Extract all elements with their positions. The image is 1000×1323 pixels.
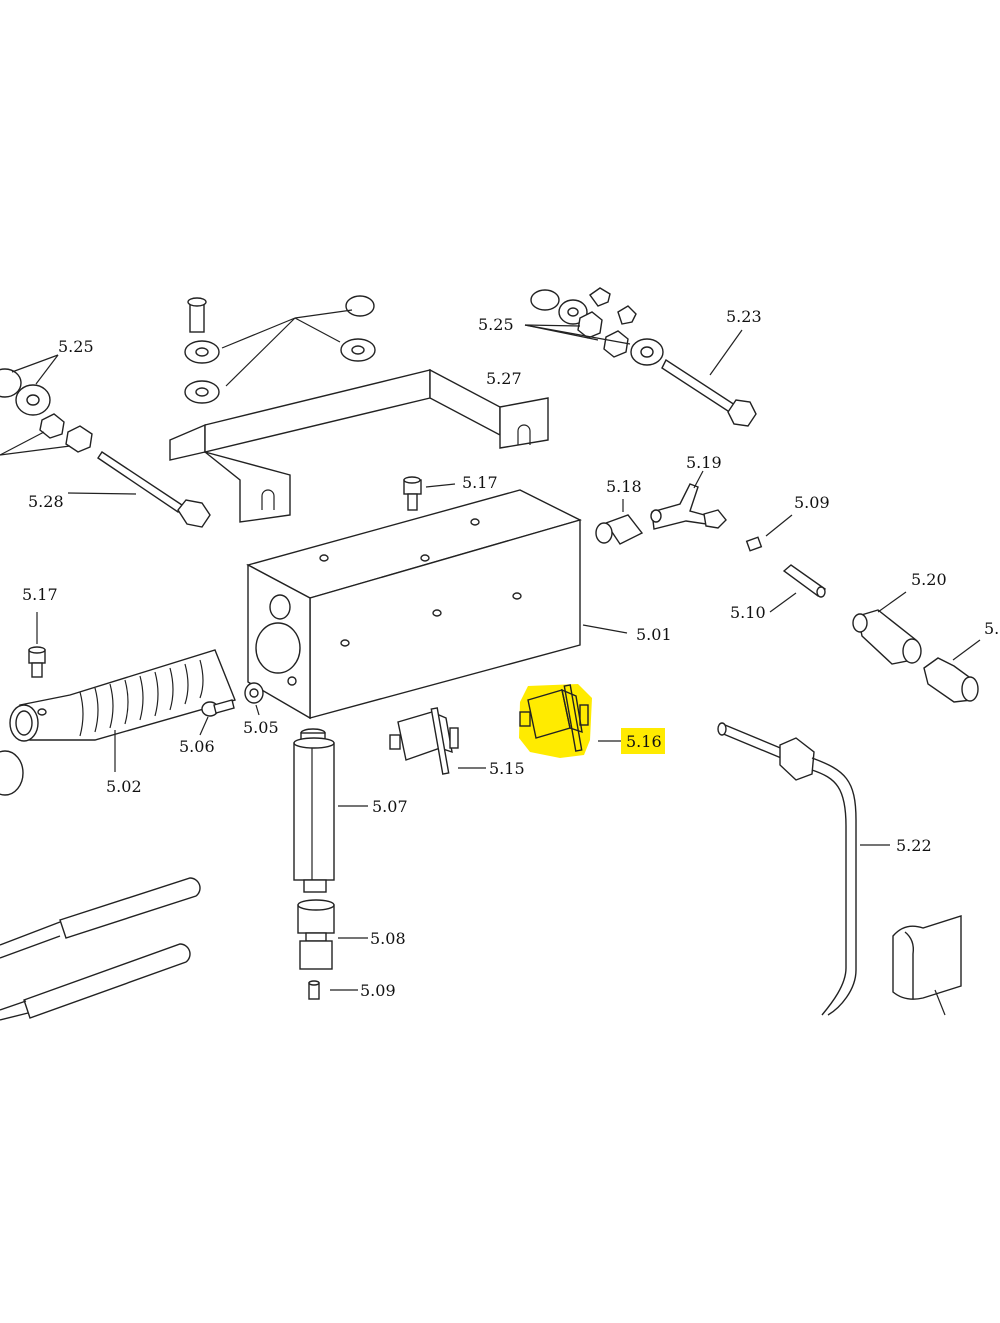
label-5-16: 5.16: [626, 732, 662, 751]
label-5-23: 5.23: [726, 307, 762, 326]
part-5-05-washer: [244, 682, 264, 716]
heater-cartridges: [0, 877, 201, 1021]
label-5-21: 5.2: [984, 619, 1000, 638]
part-5-16-switch-highlighted: [519, 684, 665, 758]
part-5-10-dowel: [769, 564, 827, 613]
label-5-15: 5.15: [489, 759, 525, 778]
part-5-25-hardware-right: [524, 287, 664, 366]
label-5-18: 5.18: [606, 477, 642, 496]
label-5-17-top: 5.17: [462, 473, 498, 492]
part-5-22-tube: [717, 722, 890, 1016]
part-5-23-bolt: [661, 329, 757, 427]
part-5-08-fitting: [297, 899, 368, 970]
part-5-01-block: [246, 489, 628, 720]
part-5-25-hardware-left: [0, 354, 93, 456]
label-5-09-bottom: 5.09: [360, 981, 396, 1000]
label-5-07: 5.07: [372, 797, 408, 816]
label-5-22: 5.22: [896, 836, 932, 855]
part-5-28-bolt: [67, 451, 211, 528]
label-5-08: 5.08: [370, 929, 406, 948]
label-5-05: 5.05: [243, 718, 279, 737]
label-5-28: 5.28: [28, 492, 64, 511]
label-5-10: 5.10: [730, 603, 766, 622]
part-5-21-coupling: [923, 639, 981, 703]
label-5-06: 5.06: [179, 737, 215, 756]
label-5-25-right: 5.25: [478, 315, 514, 334]
part-5-15-switch: [389, 707, 486, 775]
label-5-19: 5.19: [686, 453, 722, 472]
part-5-17-screw-top: [403, 476, 456, 511]
label-5-17-left: 5.17: [22, 585, 58, 604]
label-5-09-top: 5.09: [794, 493, 830, 512]
part-5-18-fitting: [595, 499, 644, 545]
clip-part: [892, 915, 962, 1016]
label-5-27: 5.27: [486, 369, 522, 388]
part-5-09-pin-bottom: [308, 980, 358, 1000]
part-5-07-standoff: [293, 728, 368, 893]
part-5-19-elbow-fitting: [650, 470, 727, 530]
label-5-20: 5.20: [911, 570, 947, 589]
part-5-09-pin-top: [745, 514, 793, 552]
part-5-27-bracket: [169, 368, 549, 523]
part-5-06-screw: [199, 699, 235, 736]
part-5-20-coupling: [852, 591, 922, 665]
part-5-17-screw-left: [28, 612, 46, 678]
label-5-02: 5.02: [106, 777, 142, 796]
part-labels: 5.25 5.25 5.27 5.23 5.28 5.17 5.17 5.18 …: [22, 307, 1000, 1000]
label-5-25-left: 5.25: [58, 337, 94, 356]
label-5-01: 5.01: [636, 625, 672, 644]
part-5-02-bellows: [0, 649, 236, 796]
bracket-hardware: [184, 295, 376, 404]
